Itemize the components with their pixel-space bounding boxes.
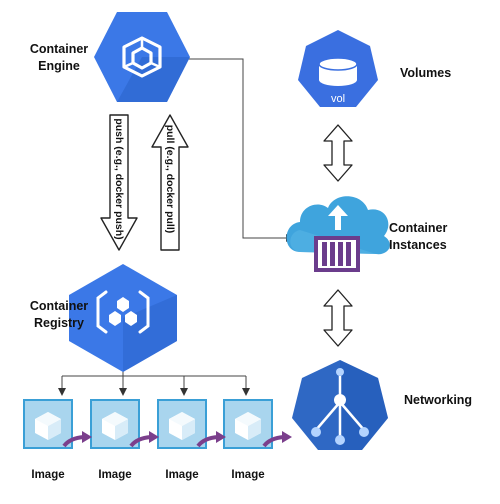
container-registry-icon bbox=[69, 264, 177, 372]
registry-label: Container Registry bbox=[24, 298, 94, 332]
pull-label: pull (e.g., docker pull) bbox=[164, 124, 176, 234]
image-label-3: Image bbox=[165, 469, 199, 481]
container-instances-icon bbox=[286, 196, 390, 272]
image-label-2: Image bbox=[98, 469, 132, 481]
instances-label-line1: Container bbox=[389, 221, 448, 235]
networking-label: Networking bbox=[404, 393, 473, 407]
upload-arrow-icon bbox=[328, 205, 348, 230]
container-engine-icon bbox=[94, 12, 190, 102]
engine-to-instances-connector bbox=[185, 58, 292, 242]
image-label-1: Image bbox=[31, 469, 65, 481]
image-tile-1 bbox=[23, 399, 73, 449]
engine-label-line2: Engine bbox=[38, 59, 80, 73]
volumes-icon: vol bbox=[298, 30, 378, 107]
instances-networking-double-arrow bbox=[323, 289, 353, 347]
image-layer-arrows bbox=[62, 435, 285, 448]
image-layer-arrowheads bbox=[82, 431, 292, 443]
registry-to-images-connector bbox=[58, 360, 250, 396]
container-box-icon bbox=[314, 236, 360, 272]
volumes-label: Volumes bbox=[400, 66, 452, 80]
image-tile-4 bbox=[223, 399, 273, 449]
push-label: push (e.g., docker push) bbox=[113, 118, 125, 240]
push-arrow bbox=[100, 114, 138, 251]
engine-label-line1: Container bbox=[29, 42, 89, 56]
registry-label-line2: Registry bbox=[33, 316, 85, 330]
volumes-icon-text: vol bbox=[331, 93, 345, 105]
volumes-instances-double-arrow bbox=[323, 124, 353, 182]
image-label-4: Image bbox=[231, 469, 265, 481]
pull-arrow bbox=[151, 114, 189, 251]
image-tile-2 bbox=[90, 399, 140, 449]
registry-label-line1: Container bbox=[29, 299, 89, 313]
engine-label: Container Engine bbox=[24, 41, 94, 75]
image-tile-3 bbox=[157, 399, 207, 449]
instances-label: Container Instances bbox=[389, 220, 447, 254]
networking-icon bbox=[292, 360, 388, 450]
instances-label-line2: Instances bbox=[389, 238, 447, 252]
